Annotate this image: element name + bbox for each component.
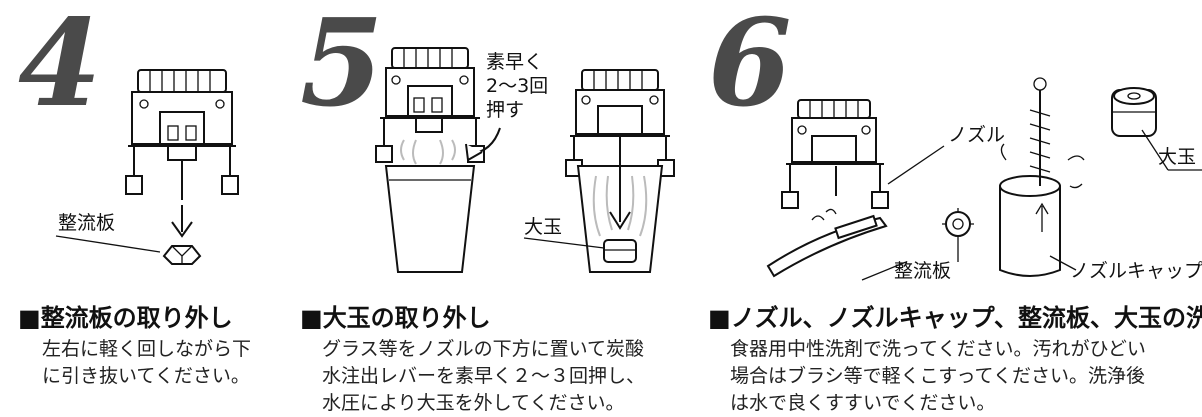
step-4-number: 4 bbox=[18, 0, 102, 134]
step-5-heading: ■大玉の取り外し bbox=[300, 306, 491, 330]
nozzle-callout: ノズル bbox=[948, 124, 1006, 146]
square-bullet: ■ bbox=[18, 304, 41, 332]
square-bullet: ■ bbox=[708, 304, 731, 332]
big-ball-callout-step5: 大玉 bbox=[524, 216, 563, 238]
press-quickly-callout: 素早く 2〜3回 押す bbox=[486, 51, 549, 121]
step-5-title: 大玉の取り外し bbox=[322, 304, 491, 332]
flow-plate-callout-step6: 整流板 bbox=[894, 260, 952, 282]
nozzle-cap-callout: ノズルキャップ bbox=[1070, 260, 1202, 282]
step6-washing-illustration bbox=[766, 77, 1202, 281]
step5-ball-illustration bbox=[523, 69, 675, 273]
big-ball-callout-step6: 大玉 bbox=[1158, 146, 1197, 168]
step-5-text: グラス等をノズルの下方に置いて炭酸 水注出レバーを素早く２〜３回押し、 水圧によ… bbox=[322, 338, 646, 414]
step4-dispenser-illustration bbox=[55, 69, 239, 265]
step5-press-illustration bbox=[375, 47, 501, 273]
step-6-heading: ■ノズル、ノズルキャップ、整流板、大玉の洗浄 bbox=[708, 306, 1202, 330]
step-6-number: 6 bbox=[708, 0, 792, 134]
step-6-title: ノズル、ノズルキャップ、整流板、大玉の洗浄 bbox=[730, 304, 1202, 332]
illustrations bbox=[55, 47, 1202, 281]
square-bullet: ■ bbox=[300, 304, 323, 332]
step-6-text: 食器用中性洗剤で洗ってください。汚れがひどい 場合はブラシ等で軽くこすってくださ… bbox=[730, 338, 1146, 414]
step-4-heading: ■整流板の取り外し bbox=[18, 306, 233, 330]
step-4-text: 左右に軽く回しながら下 に引き抜いてください。 bbox=[42, 338, 252, 387]
flow-plate-callout: 整流板 bbox=[58, 212, 116, 234]
step-4-title: 整流板の取り外し bbox=[40, 304, 233, 332]
step-5-number: 5 bbox=[300, 0, 384, 134]
